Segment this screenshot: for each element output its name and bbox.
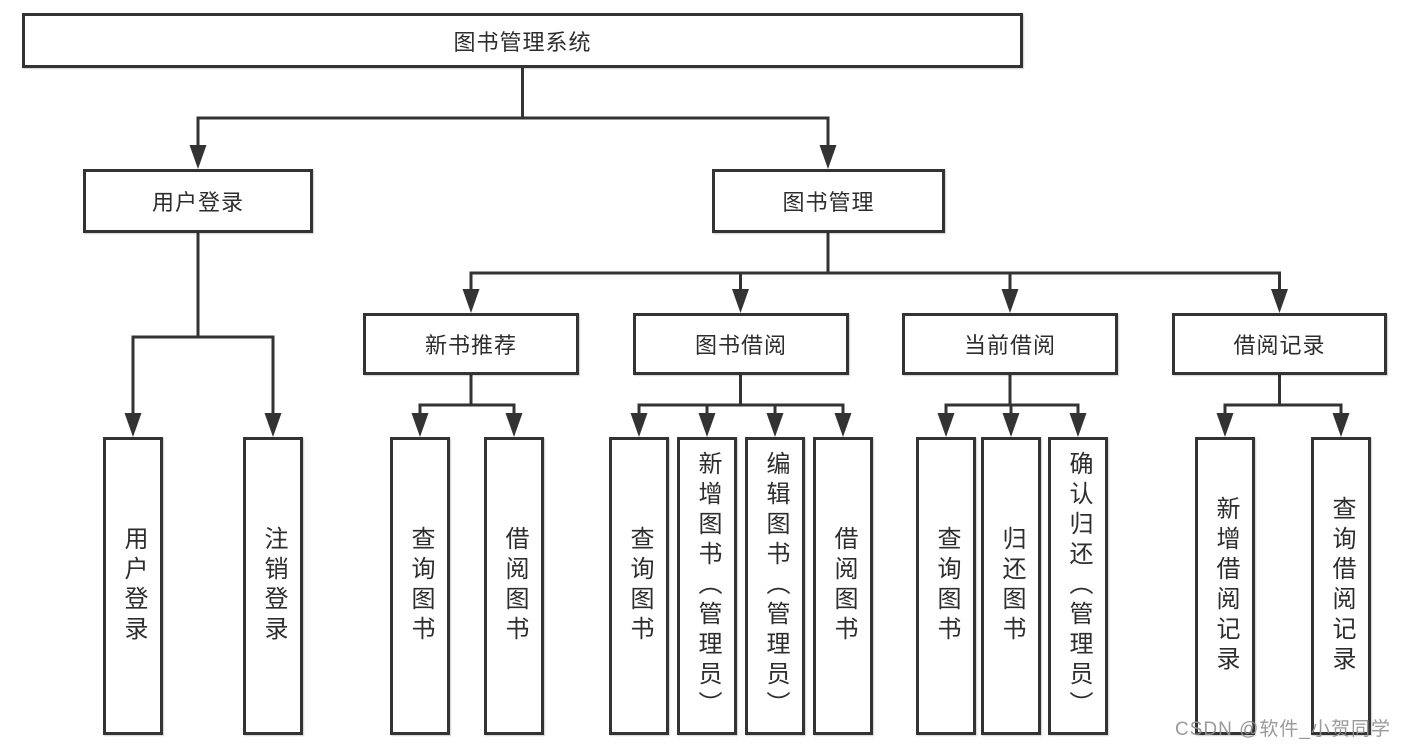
node-root-label: 图书管理系统 — [453, 29, 592, 55]
node-current-borrow-label: 当前借阅 — [963, 333, 1056, 358]
node-user-login: 用户登录 — [83, 169, 313, 233]
leaf-borrow-books: 借阅图书 — [813, 437, 873, 735]
csdn-watermark: CSDN @软件_小贺同学 — [1175, 719, 1391, 740]
leaf-add-borrow-record-label: 新增借阅记录 — [1212, 496, 1239, 676]
leaf-query-borrow-record: 查询借阅记录 — [1311, 437, 1371, 735]
leaf-edit-book-admin-label: 编辑图书（管理员） — [762, 451, 789, 721]
leaf-add-borrow-record: 新增借阅记录 — [1195, 437, 1255, 735]
leaf-current-query-books: 查询图书 — [916, 437, 976, 735]
node-book-borrow-label: 图书借阅 — [694, 333, 787, 358]
leaf-add-book-admin-label: 新增图书（管理员） — [694, 451, 721, 721]
leaf-return-book-label: 归还图书 — [998, 526, 1025, 646]
leaf-borrow-books-label: 借阅图书 — [830, 526, 857, 646]
leaf-recommend-borrow-books: 借阅图书 — [484, 437, 544, 735]
node-book-management-label: 图书管理 — [782, 190, 875, 215]
node-borrow-record: 借阅记录 — [1172, 313, 1387, 375]
arrowheads — [124, 145, 1350, 437]
leaf-query-borrow-record-label: 查询借阅记录 — [1328, 496, 1355, 676]
leaf-user-login-label: 用户登录 — [120, 526, 147, 646]
node-borrow-record-label: 借阅记录 — [1233, 333, 1326, 358]
node-new-book-recommend-label: 新书推荐 — [424, 333, 517, 358]
leaf-recommend-borrow-books-label: 借阅图书 — [501, 526, 528, 646]
node-user-login-label: 用户登录 — [151, 190, 244, 215]
node-new-book-recommend: 新书推荐 — [363, 313, 579, 375]
node-current-borrow: 当前借阅 — [902, 313, 1118, 375]
node-book-management: 图书管理 — [712, 169, 945, 233]
leaf-borrow-query-books-label: 查询图书 — [626, 526, 653, 646]
node-book-borrow: 图书借阅 — [633, 313, 849, 375]
leaf-current-query-books-label: 查询图书 — [933, 526, 960, 646]
leaf-return-book: 归还图书 — [981, 437, 1041, 735]
leaf-add-book-admin: 新增图书（管理员） — [677, 437, 737, 735]
leaf-logout-login: 注销登录 — [243, 437, 303, 735]
leaf-confirm-return-admin-label: 确认归还（管理员） — [1065, 451, 1092, 721]
leaf-confirm-return-admin: 确认归还（管理员） — [1048, 437, 1108, 735]
node-root: 图书管理系统 — [22, 13, 1023, 68]
leaf-recommend-query-books: 查询图书 — [390, 437, 450, 735]
leaf-user-login: 用户登录 — [103, 437, 163, 735]
leaf-logout-login-label: 注销登录 — [260, 526, 287, 646]
leaf-edit-book-admin: 编辑图书（管理员） — [745, 437, 805, 735]
leaf-recommend-query-books-label: 查询图书 — [407, 526, 434, 646]
leaf-borrow-query-books: 查询图书 — [609, 437, 669, 735]
